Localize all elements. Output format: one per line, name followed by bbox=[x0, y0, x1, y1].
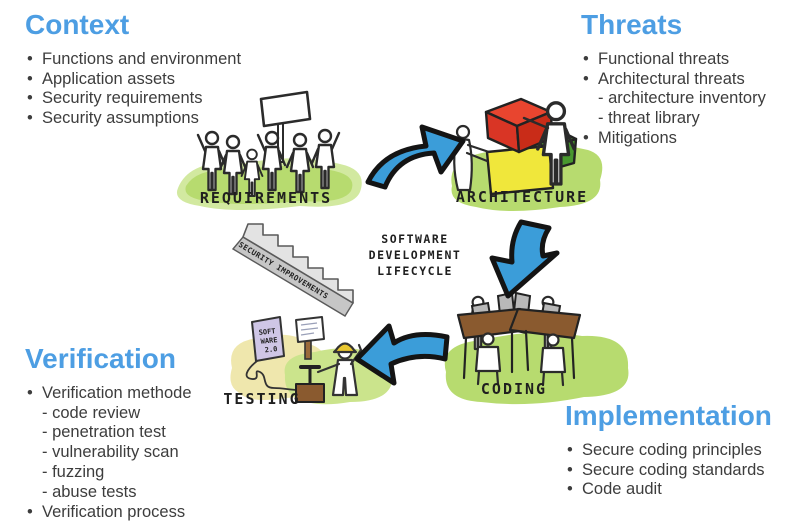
architect-arm bbox=[522, 116, 550, 130]
center-label-line2: DEVELOPMENT bbox=[369, 248, 462, 262]
center-label-line3: LIFECYCLE bbox=[377, 264, 453, 278]
tester-person-icon bbox=[316, 342, 363, 397]
list-item: Security assumptions bbox=[25, 109, 241, 129]
coder-back-person-icon bbox=[539, 333, 567, 387]
detonator-wire bbox=[245, 360, 299, 391]
detonator-icon bbox=[295, 365, 325, 403]
protest-sign-icon bbox=[259, 90, 312, 128]
desk-legs bbox=[462, 329, 576, 380]
implementation-section: Implementation Secure coding principles … bbox=[565, 400, 772, 500]
context-title: Context bbox=[25, 9, 130, 40]
signpost-scribble bbox=[300, 322, 319, 336]
list-item: Code audit bbox=[565, 480, 772, 500]
arrow-requirements-to-architecture bbox=[365, 124, 466, 190]
architecture-illustration bbox=[453, 97, 578, 196]
list-item: Mitigations bbox=[581, 129, 766, 149]
testing-label: TESTING bbox=[223, 390, 300, 408]
cycle-arrows bbox=[354, 124, 560, 386]
arrow-architecture-to-coding bbox=[489, 219, 560, 299]
security-stairs: SECURITY IMPROVEMENTS bbox=[231, 223, 354, 317]
list-item: Verification methode bbox=[25, 384, 192, 404]
coding-label: CODING bbox=[481, 380, 547, 398]
threats-list: Functional threats Architectural threats… bbox=[581, 50, 766, 149]
list-item: Security requirements bbox=[25, 89, 241, 109]
center-label: SOFTWARE DEVELOPMENT LIFECYCLE bbox=[369, 232, 462, 278]
stage-labels: REQUIREMENTS ARCHITECTURE CODING TESTING bbox=[200, 188, 588, 408]
desks bbox=[456, 307, 582, 380]
list-item: Verification process bbox=[25, 503, 192, 523]
list-item: Functions and environment bbox=[25, 50, 241, 70]
list-item: Functional threats bbox=[581, 50, 766, 70]
list-item: Architectural threats bbox=[581, 70, 766, 90]
coder-back-person-icon bbox=[474, 332, 502, 386]
requirements-illustration bbox=[196, 90, 341, 197]
threats-section: Threats Functional threats Architectural… bbox=[581, 9, 766, 149]
verification-section: Verification Verification methode - code… bbox=[25, 343, 192, 523]
list-subitem: - fuzzing bbox=[42, 462, 105, 481]
software-box-label: SOFT WARE 2.0 bbox=[258, 327, 278, 354]
implementation-list: Secure coding principles Secure coding s… bbox=[565, 441, 772, 500]
threats-title: Threats bbox=[581, 9, 683, 40]
list-subitem: - architecture inventory bbox=[598, 89, 766, 108]
implementation-title: Implementation bbox=[565, 400, 772, 431]
testing-illustration: SOFT WARE 2.0 bbox=[245, 316, 363, 403]
stairs-steps bbox=[242, 223, 354, 304]
arrow-coding-to-testing bbox=[354, 323, 450, 386]
list-item: Application assets bbox=[25, 70, 241, 90]
hard-hat-icon bbox=[332, 342, 358, 354]
desk-icon bbox=[508, 307, 582, 340]
list-subitem: - penetration test bbox=[42, 423, 166, 442]
context-list: Functions and environment Application as… bbox=[25, 50, 241, 129]
list-item: Secure coding principles bbox=[565, 441, 772, 461]
list-item: Secure coding standards bbox=[565, 461, 772, 481]
requirements-label: REQUIREMENTS bbox=[200, 189, 332, 207]
architecture-label: ARCHITECTURE bbox=[456, 188, 588, 206]
list-subitem: - code review bbox=[42, 403, 141, 422]
list-subitem: - threat library bbox=[598, 109, 700, 128]
verification-title: Verification bbox=[25, 343, 176, 374]
list-subitem: - vulnerability scan bbox=[42, 443, 179, 462]
coding-illustration bbox=[456, 291, 582, 387]
context-section: Context Functions and environment Applic… bbox=[25, 9, 241, 129]
software-box-line3: 2.0 bbox=[264, 345, 277, 354]
verification-list: Verification methode - code review - pen… bbox=[25, 384, 192, 523]
software-box-icon bbox=[251, 316, 285, 362]
software-box-line1: SOFT bbox=[258, 327, 276, 337]
list-subitem: - abuse tests bbox=[42, 482, 137, 501]
center-label-line1: SOFTWARE bbox=[381, 232, 448, 246]
software-box-line2: WARE bbox=[260, 336, 278, 346]
